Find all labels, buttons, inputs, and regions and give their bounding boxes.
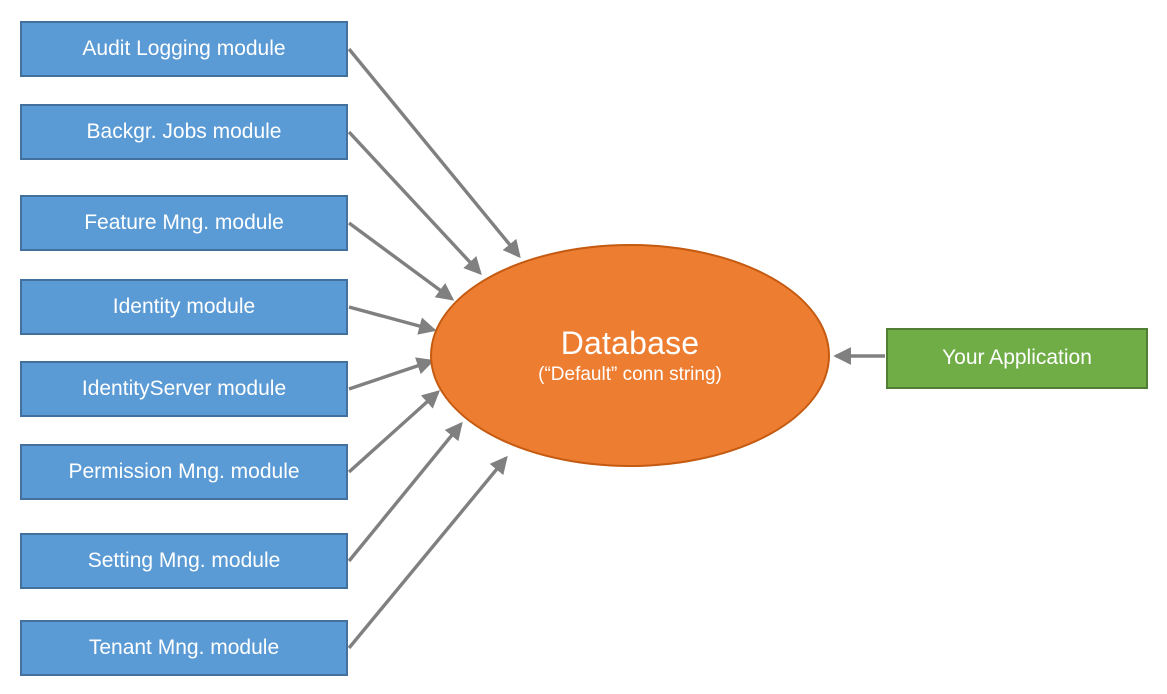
module-label: Setting Mng. module [87, 548, 281, 572]
connector-audit-logging [347, 47, 521, 259]
database-node[interactable]: Database (“Default” conn string) [430, 244, 830, 467]
module-box-background-jobs[interactable]: Backgr. Jobs module [20, 104, 348, 160]
connector-setting-mng [347, 421, 463, 563]
module-box-tenant-mng[interactable]: Tenant Mng. module [20, 620, 348, 676]
module-label: Feature Mng. module [84, 210, 284, 234]
application-box[interactable]: Your Application [886, 328, 1148, 389]
database-subtitle: (“Default” conn string) [538, 363, 722, 385]
module-box-permission-mng[interactable]: Permission Mng. module [20, 444, 348, 500]
module-label: Tenant Mng. module [88, 635, 280, 659]
module-label: Permission Mng. module [68, 459, 300, 483]
connector-permission-mng [347, 390, 441, 474]
module-box-identity[interactable]: Identity module [20, 279, 348, 335]
module-label: IdentityServer module [81, 376, 287, 400]
database-title: Database [560, 325, 700, 362]
connector-background-jobs [347, 130, 482, 275]
module-label: Backgr. Jobs module [86, 119, 282, 143]
module-box-identity-server[interactable]: IdentityServer module [20, 361, 348, 417]
module-label: Audit Logging module [82, 36, 286, 60]
connector-identity-server [348, 357, 435, 391]
connector-tenant-mng [347, 455, 508, 650]
module-box-audit-logging[interactable]: Audit Logging module [20, 21, 348, 77]
module-box-setting-mng[interactable]: Setting Mng. module [20, 533, 348, 589]
connector-identity [348, 305, 437, 335]
module-box-feature-mng[interactable]: Feature Mng. module [20, 195, 348, 251]
connector-feature-mng [347, 221, 455, 301]
application-label: Your Application [942, 346, 1092, 370]
module-label: Identity module [112, 294, 256, 318]
